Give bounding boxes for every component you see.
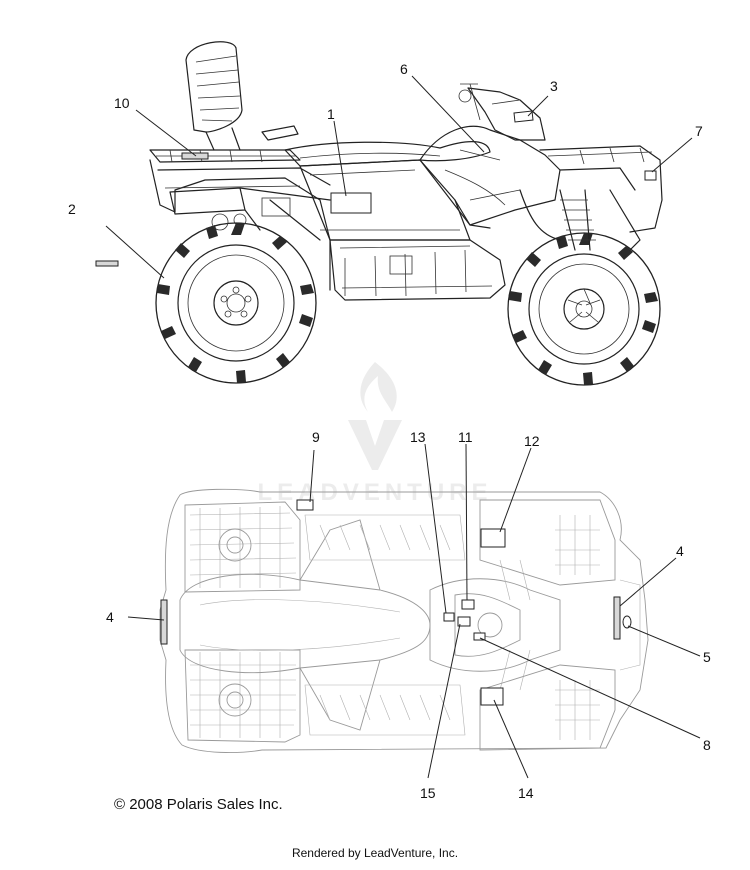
front-wheel-side	[507, 232, 661, 386]
callout-14: 14	[518, 785, 534, 801]
callout-2: 2	[68, 201, 76, 217]
callout-4b: 4	[676, 543, 684, 559]
decal-13	[443, 612, 455, 622]
callout-5: 5	[703, 649, 711, 665]
decal-10	[181, 152, 209, 160]
watermark-v-icon	[348, 420, 402, 470]
decal-11	[461, 599, 475, 610]
decal-8	[473, 632, 486, 641]
callout-11: 11	[458, 429, 473, 445]
callout-8: 8	[703, 737, 711, 753]
callout-7: 7	[695, 123, 703, 139]
atv-top-view	[159, 488, 649, 754]
copyright-text: © 2008 Polaris Sales Inc.	[114, 796, 283, 813]
decal-3	[513, 110, 534, 123]
decal-1	[330, 192, 372, 214]
callouts: 1 2 3 4 4 5 6 7 8 9 10 11 12 13 14 15	[68, 61, 711, 801]
leader-lines	[105, 75, 701, 779]
decal-12	[480, 528, 506, 548]
decal-15	[457, 616, 471, 627]
callout-4a: 4	[106, 609, 114, 625]
callout-15: 15	[420, 785, 436, 801]
callout-12: 12	[524, 433, 540, 449]
watermark-text: LEADVENTURE	[257, 479, 492, 506]
rendered-by-text: Rendered by LeadVenture, Inc.	[291, 846, 459, 860]
watermark-flame-icon	[360, 362, 397, 412]
watermark: LEADVENTURE	[257, 362, 492, 506]
callout-9: 9	[312, 429, 320, 445]
rear-wheel-side	[155, 222, 317, 384]
decal-7	[644, 170, 657, 181]
callout-10: 10	[114, 95, 130, 111]
decal-9	[296, 499, 314, 511]
decal-5	[622, 615, 632, 629]
callout-13: 13	[410, 429, 426, 445]
callout-3: 3	[550, 78, 558, 94]
decal-14	[480, 687, 504, 706]
decal-2	[95, 260, 119, 267]
callout-6: 6	[400, 61, 408, 77]
decal-4-rear	[160, 599, 168, 645]
atv-side-view	[95, 41, 663, 386]
decal-4-front	[613, 596, 621, 640]
callout-1: 1	[327, 106, 335, 122]
